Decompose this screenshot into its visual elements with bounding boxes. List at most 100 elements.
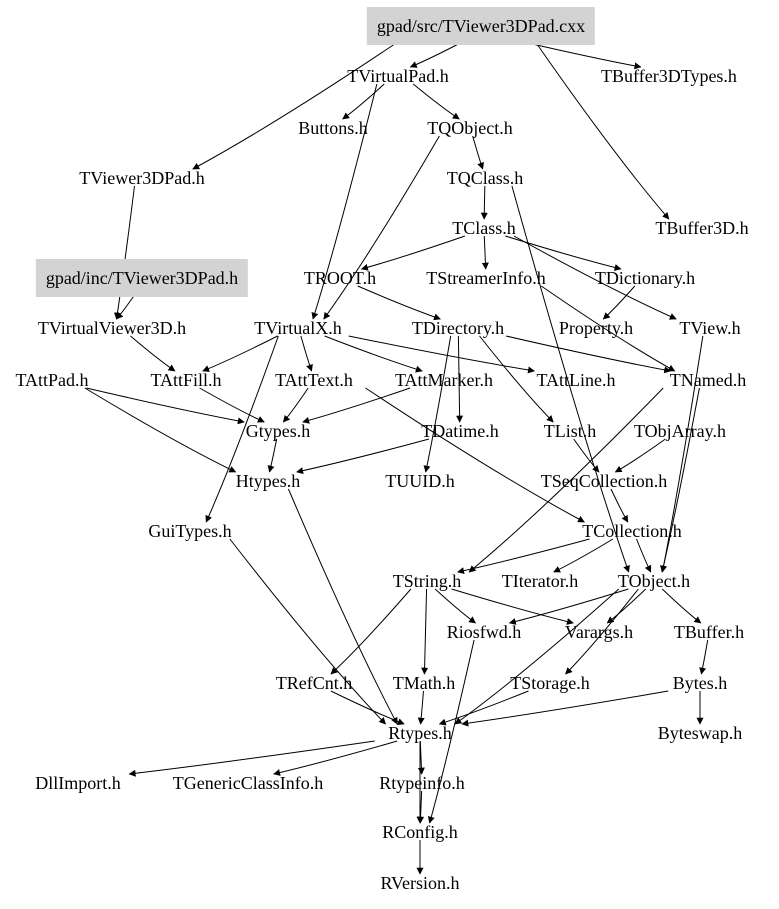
node-property[interactable]: Property.h xyxy=(558,318,634,338)
node-tvirtualpad[interactable]: TVirtualPad.h xyxy=(347,66,449,86)
node-gtypes[interactable]: Gtypes.h xyxy=(245,421,311,441)
edge-TString-to-Varargs xyxy=(451,588,574,625)
edge-TAttPad-to-Htypes xyxy=(84,387,237,473)
node-guitypes[interactable]: GuiTypes.h xyxy=(148,521,232,541)
edge-TQObject-to-TQClass xyxy=(472,135,484,170)
edge-Bytes-to-Rtypes xyxy=(461,690,669,727)
node-trefcnt[interactable]: TRefCnt.h xyxy=(275,673,353,693)
node-tatttext[interactable]: TAttText.h xyxy=(275,370,353,390)
node-tdirectory[interactable]: TDirectory.h xyxy=(411,318,505,338)
node-tqclass[interactable]: TQClass.h xyxy=(446,168,524,188)
node-tview[interactable]: TView.h xyxy=(679,318,741,338)
node-tcollection[interactable]: TCollection.h xyxy=(582,521,682,541)
edge-TClass-to-TView xyxy=(513,235,677,320)
edge-TView-to-TObject xyxy=(660,335,704,573)
edge-TAttMarker-to-Gtypes xyxy=(302,387,411,424)
edge-TVirtualX-to-TAttMarker xyxy=(324,335,423,373)
edge-TObject-to-Rtypes xyxy=(454,588,620,725)
edge-TROOT-to-TDirectory xyxy=(357,285,441,321)
node-dllimport[interactable]: DllImport.h xyxy=(35,773,121,793)
node-varargs[interactable]: Varargs.h xyxy=(564,622,634,642)
edge-TString-to-Riosfwd xyxy=(434,588,477,624)
node-source-file[interactable]: gpad/src/TViewer3DPad.cxx xyxy=(366,7,596,45)
edge-TClass-to-TDictionary xyxy=(505,235,622,271)
node-tbuffer[interactable]: TBuffer.h xyxy=(673,622,745,642)
edge-TStreamerInfo-to-TNamed xyxy=(540,285,676,372)
node-rconfig[interactable]: RConfig.h xyxy=(382,822,458,842)
node-buttons[interactable]: Buttons.h xyxy=(298,118,368,138)
edge-TString-to-TMath xyxy=(421,588,429,675)
node-tbuffer3dtypes[interactable]: TBuffer3DTypes.h xyxy=(601,66,737,86)
edge-TVirtualPad-to-TVirtualX xyxy=(311,83,378,320)
node-tnamed[interactable]: TNamed.h xyxy=(669,370,747,390)
node-rtypes[interactable]: Rtypes.h xyxy=(388,723,452,743)
edge-TDirectory-to-TNamed xyxy=(505,335,672,374)
edge-TVirtualX-to-GuiTypes xyxy=(205,335,279,523)
edge-TRefCnt-to-Rtypes xyxy=(330,690,405,725)
edge-TList-to-TSeqCollection xyxy=(573,438,600,473)
node-titerator[interactable]: TIterator.h xyxy=(501,571,579,591)
edge-cxx-to-TViewer3DPad xyxy=(192,42,397,170)
edge-TCollection-to-TObject xyxy=(636,538,652,573)
edge-Rtypes-to-TGenericClassInfo xyxy=(273,740,398,776)
edge-TVirtualX-to-TAttText xyxy=(300,335,313,372)
edge-TClass-to-TStreamerInfo xyxy=(481,235,489,270)
edge-TDirectory-to-TUUID xyxy=(423,335,452,473)
node-byteswap[interactable]: Byteswap.h xyxy=(657,723,743,743)
edge-TQClass-to-TObject xyxy=(511,185,630,573)
node-tstorage[interactable]: TStorage.h xyxy=(510,673,590,693)
node-troot[interactable]: TROOT.h xyxy=(303,268,377,288)
node-tbuffer3d[interactable]: TBuffer3D.h xyxy=(655,218,749,238)
edge-cxx-to-TBuffer3DTypes xyxy=(527,42,642,70)
edge-TDirectory-to-TList xyxy=(479,335,554,423)
node-tattfill[interactable]: TAttFill.h xyxy=(150,370,222,390)
edge-Riosfwd-to-RConfig xyxy=(427,639,475,824)
node-htypes[interactable]: Htypes.h xyxy=(235,471,301,491)
edge-TMath-to-Rtypes xyxy=(417,690,425,725)
node-rversion[interactable]: RVersion.h xyxy=(380,873,460,893)
node-tviewer3dpad[interactable]: TViewer3DPad.h xyxy=(79,168,205,188)
node-tuuid[interactable]: TUUID.h xyxy=(385,471,455,491)
node-tstreamerinfo[interactable]: TStreamerInfo.h xyxy=(426,268,546,288)
node-tdatime[interactable]: TDatime.h xyxy=(421,421,499,441)
edge-TObject-to-TStorage xyxy=(565,588,639,675)
edge-Rtypes-to-DllImport xyxy=(128,740,375,777)
node-bytes[interactable]: Bytes.h xyxy=(672,673,728,693)
node-tvirtualviewer3d[interactable]: TVirtualViewer3D.h xyxy=(37,318,187,338)
edge-TVirtualX-to-TAttFill xyxy=(202,335,278,372)
node-tstring[interactable]: TString.h xyxy=(392,571,462,591)
edge-TQObject-to-TVirtualX xyxy=(323,135,440,320)
node-tattline[interactable]: TAttLine.h xyxy=(536,370,616,390)
edge-TStorage-to-Rtypes xyxy=(438,690,529,726)
node-tattmarker[interactable]: TAttMarker.h xyxy=(394,370,494,390)
edge-TObject-to-TBuffer xyxy=(661,588,702,624)
edge-TObject-to-Varargs xyxy=(606,588,647,624)
edge-TVirtualX-to-TAttLine xyxy=(348,335,535,374)
node-tqobject[interactable]: TQObject.h xyxy=(427,118,513,138)
node-tclass[interactable]: TClass.h xyxy=(452,218,516,238)
node-tvirtualx[interactable]: TVirtualX.h xyxy=(254,318,342,338)
node-tseqcollection[interactable]: TSeqCollection.h xyxy=(540,471,668,491)
edge-TClass-to-TROOT xyxy=(360,235,466,271)
node-tlist[interactable]: TList.h xyxy=(543,421,597,441)
node-tattpad[interactable]: TAttPad.h xyxy=(15,370,89,390)
node-header-file[interactable]: gpad/inc/TViewer3DPad.h xyxy=(35,259,249,297)
edge-TNamed-to-TString xyxy=(468,387,664,573)
edge-TDictionary-to-Property xyxy=(602,285,636,320)
edge-Rtypeinfo-to-RConfig xyxy=(417,790,425,824)
node-tmath[interactable]: TMath.h xyxy=(392,673,456,693)
node-tobjarray[interactable]: TObjArray.h xyxy=(634,421,726,441)
edge-Htypes-to-Rtypes xyxy=(287,488,398,725)
node-tdictionary[interactable]: TDictionary.h xyxy=(594,268,696,288)
node-tobject[interactable]: TObject.h xyxy=(617,571,691,591)
edge-TVirtualPad-to-Buttons xyxy=(342,83,385,120)
node-rtypeinfo[interactable]: Rtypeinfo.h xyxy=(379,773,465,793)
edge-TCollection-to-TString xyxy=(457,538,590,575)
edge-GuiTypes-to-Rtypes xyxy=(229,538,386,725)
node-tgenericclassinfo[interactable]: TGenericClassInfo.h xyxy=(172,773,324,793)
edge-TCollection-to-TIterator xyxy=(553,538,614,573)
edge-TBuffer-to-Bytes xyxy=(699,639,709,675)
node-riosfwd[interactable]: Riosfwd.h xyxy=(446,622,522,642)
edge-TAttText-to-TCollection xyxy=(365,387,585,523)
